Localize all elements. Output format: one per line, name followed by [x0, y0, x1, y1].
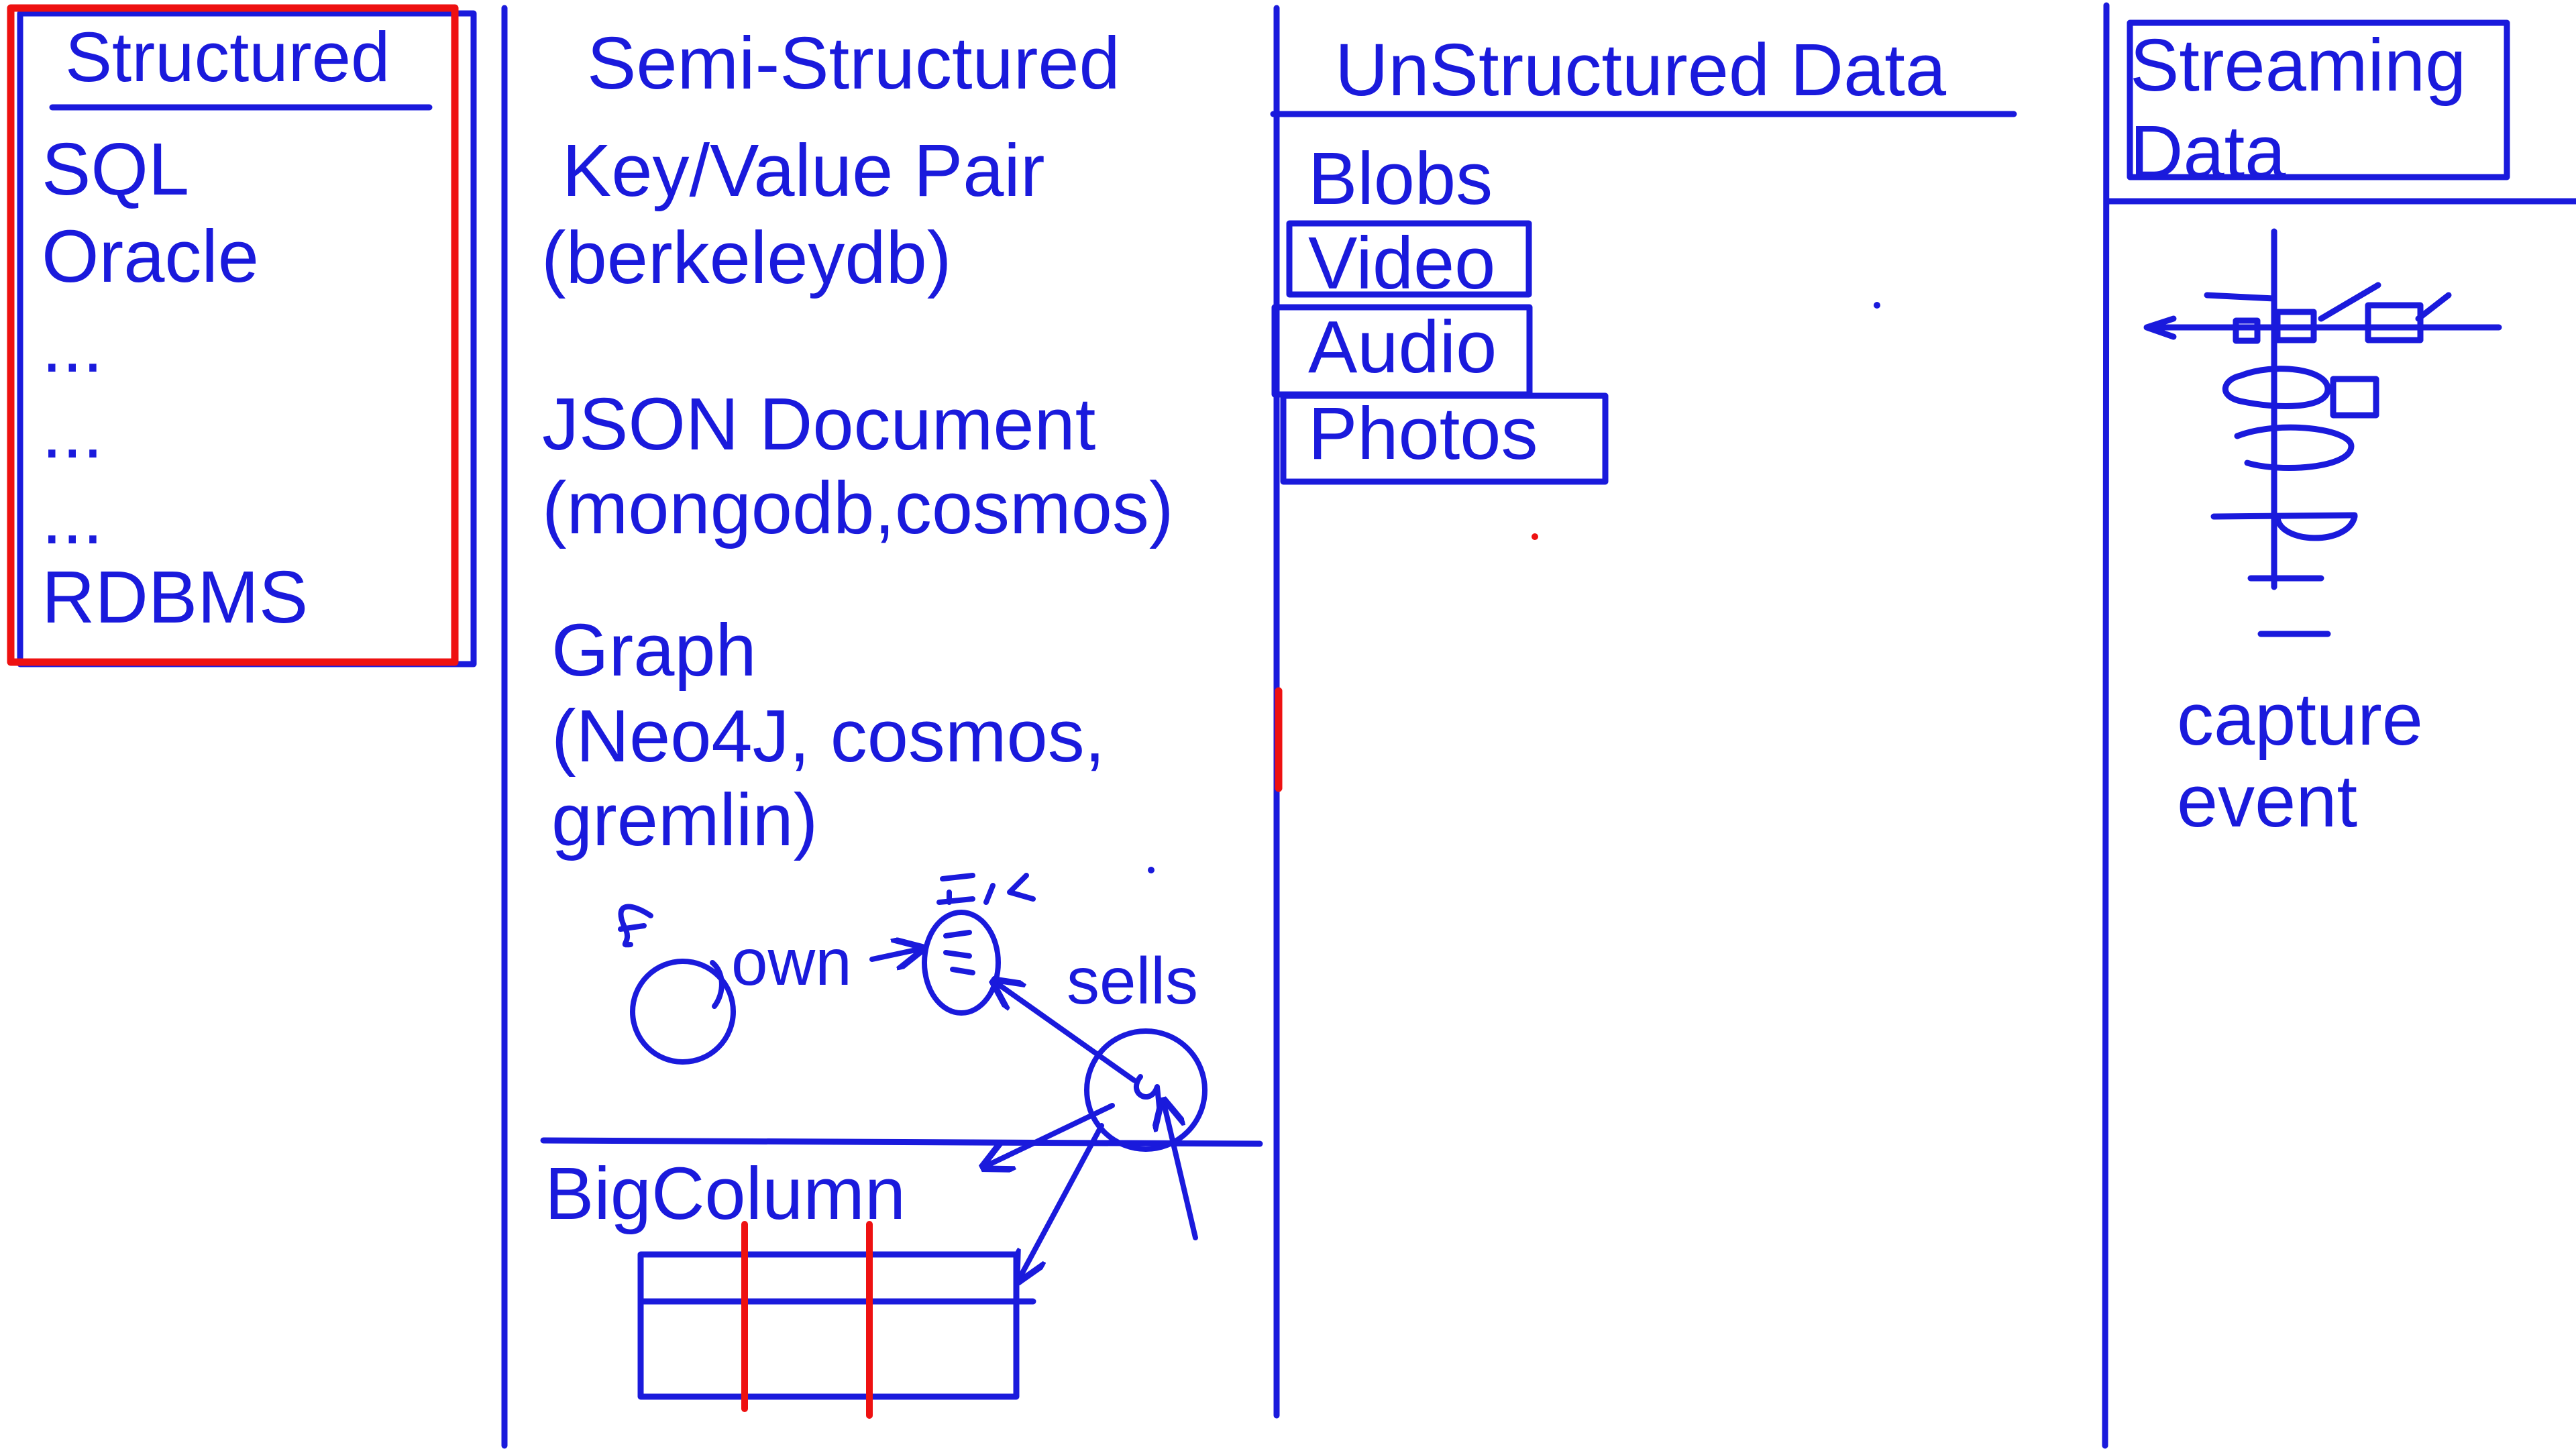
unstructured-item-photos: Photos: [1308, 392, 1538, 475]
photos-box: [1280, 392, 1609, 485]
bigcolumn-table: [637, 1221, 1036, 1419]
divider-3: [2102, 2, 2110, 1449]
structured-item-ellipsis-2: ...: [42, 391, 103, 474]
bigcolumn-title: BigColumn: [545, 1152, 906, 1235]
arrow-to-table: [1020, 1123, 1104, 1278]
sketch-label-sells: sells: [1067, 944, 1199, 1018]
graph-sketch: [618, 867, 1208, 1278]
semi-structured-title: Semi-Structured: [587, 22, 1120, 105]
graph-node-ei: [922, 910, 1001, 1016]
structured-red-box: [7, 4, 459, 666]
streaming-title-line2: Data: [2130, 111, 2286, 193]
ink-dot: [1874, 302, 1880, 309]
arrow-own: [869, 949, 919, 959]
unstructured-title: UnStructured Data: [1335, 29, 1946, 111]
bigcolumn-separator: [540, 1137, 1263, 1147]
graph-node-a: [1084, 1028, 1208, 1152]
arrow-sells: [996, 983, 1136, 1083]
event-stream-sketch: [2143, 228, 2502, 637]
unstructured-item-audio: Audio: [1308, 306, 1497, 388]
arrow-to-bigcolumn: [986, 1103, 1115, 1166]
graph-example-2: gremlin): [551, 779, 818, 861]
streaming-title-box: [2127, 19, 2510, 180]
graph-node-e: [630, 959, 736, 1065]
structured-item-ellipsis-3: ...: [42, 477, 103, 559]
graph-example-1: (Neo4J, cosmos,: [551, 695, 1106, 777]
streaming-caption-line1: capture: [2177, 678, 2423, 761]
sketch-label-own: own: [731, 925, 852, 999]
json-title: JSON Document: [542, 383, 1096, 466]
graph-title: Graph: [551, 609, 757, 692]
arrow-up-to-a: [1164, 1104, 1198, 1240]
streaming-caption-line2: event: [2177, 760, 2358, 843]
structured-item-sql: SQL: [42, 128, 190, 211]
streaming-title-line1: Streaming: [2130, 24, 2467, 107]
unstructured-item-video: Video: [1308, 222, 1496, 305]
structured-title: Structured: [65, 18, 390, 97]
kv-title: Key/Value Pair: [562, 129, 1045, 212]
json-example: (mongodb,cosmos): [542, 467, 1174, 549]
structured-item-ellipsis-1: ...: [42, 305, 103, 388]
ink-dot: [1148, 867, 1155, 873]
graph-label-ei: [936, 873, 1036, 905]
structured-item-oracle: Oracle: [42, 215, 259, 298]
graph-label-e: [618, 904, 653, 948]
structured-item-rdbms: RDBMS: [42, 556, 309, 639]
unstructured-item-blobs: Blobs: [1308, 138, 1493, 220]
kv-example: (berkeleydb): [541, 217, 952, 299]
video-box: [1286, 220, 1532, 298]
ink-dot-red: [1532, 533, 1538, 540]
